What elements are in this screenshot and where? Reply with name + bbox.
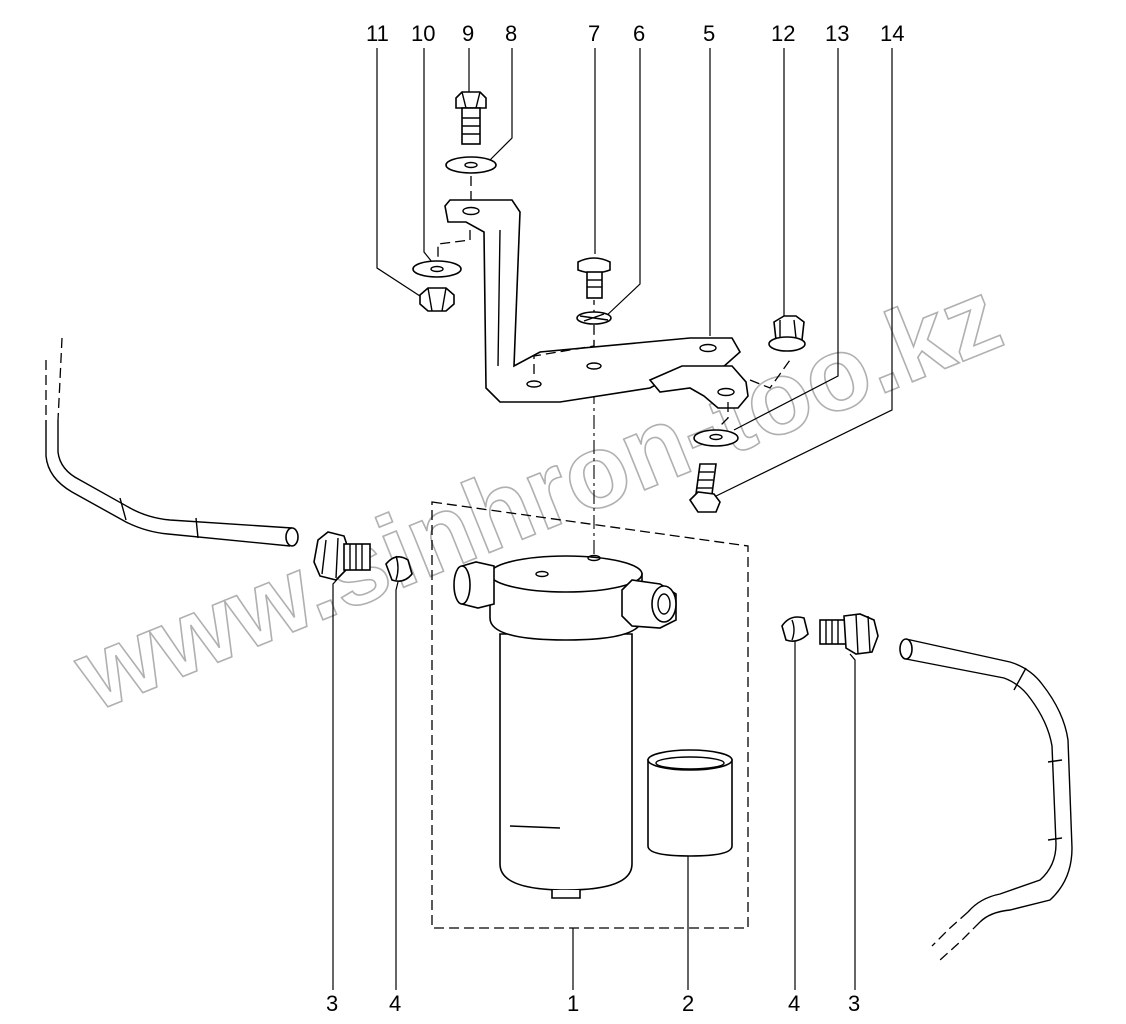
callout-8: 8 xyxy=(505,21,517,46)
callout-2: 2 xyxy=(682,991,694,1016)
callout-6: 6 xyxy=(633,21,645,46)
union-fitting-part-3-right xyxy=(819,613,879,655)
screw-part-7 xyxy=(577,257,611,299)
nut-part-11 xyxy=(419,287,455,312)
callout-labels: 11 10 9 8 7 6 5 12 13 14 3 4 1 2 4 3 xyxy=(326,21,904,1016)
callout-4-right: 4 xyxy=(788,991,800,1016)
filter-insert-part-2 xyxy=(647,749,733,857)
receiver-drier-part-1 xyxy=(453,554,677,899)
mounting-bracket-part-5 xyxy=(444,199,749,409)
callout-3-left: 3 xyxy=(326,991,338,1016)
bolt-part-9 xyxy=(455,91,487,145)
pressure-switch-cap-part-12 xyxy=(768,315,806,352)
callout-10: 10 xyxy=(411,21,435,46)
washer-part-10 xyxy=(412,260,462,278)
bolt-part-14 xyxy=(688,463,721,513)
sealing-plug-part-4-right xyxy=(781,616,809,642)
union-fitting-part-3-left xyxy=(313,531,371,581)
callout-5: 5 xyxy=(703,21,715,46)
callout-14: 14 xyxy=(880,21,904,46)
callout-7: 7 xyxy=(588,21,600,46)
callout-3-right: 3 xyxy=(848,991,860,1016)
callout-13: 13 xyxy=(825,21,849,46)
callout-12: 12 xyxy=(771,21,795,46)
callout-1: 1 xyxy=(567,991,579,1016)
callout-11: 11 xyxy=(366,21,389,46)
sealing-plug-part-4-left xyxy=(385,555,413,582)
washer-part-13 xyxy=(693,429,739,447)
callout-4-left: 4 xyxy=(389,991,401,1016)
left-refrigerant-pipe xyxy=(45,337,299,547)
lock-washer-part-6 xyxy=(576,311,612,325)
assembly-outline xyxy=(431,501,749,929)
right-refrigerant-pipe xyxy=(899,638,1073,961)
callout-9: 9 xyxy=(462,21,474,46)
washer-part-8 xyxy=(445,156,497,174)
